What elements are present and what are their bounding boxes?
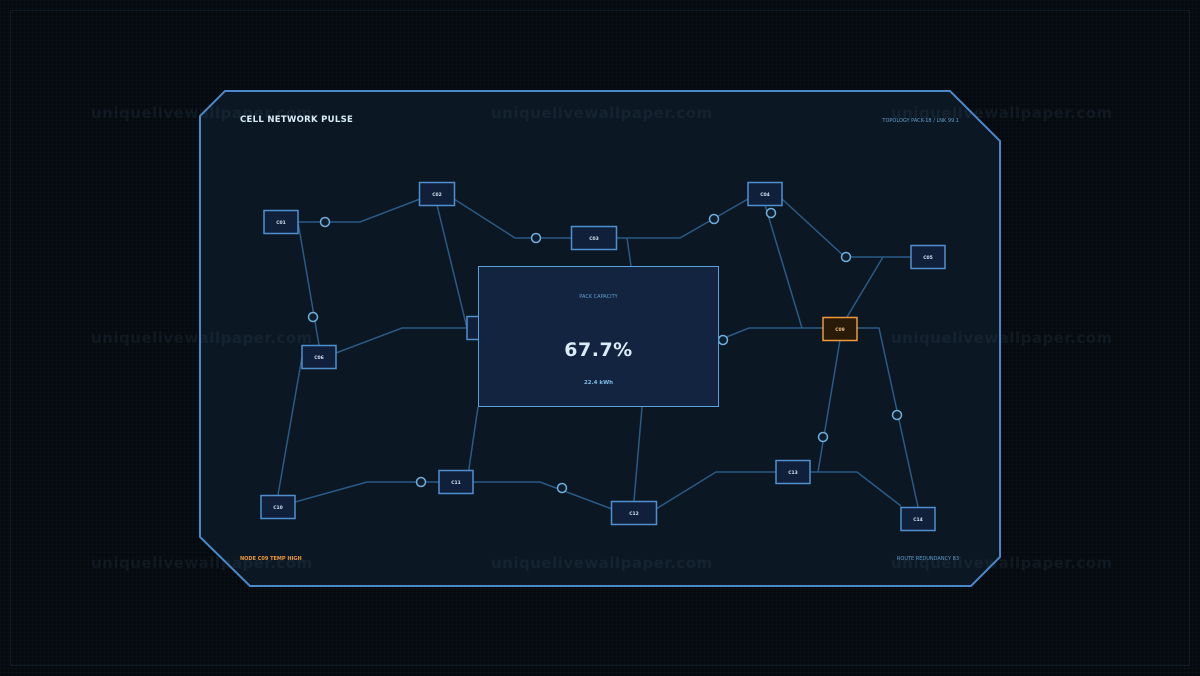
cell-node-label: C02 xyxy=(432,192,442,198)
link-line xyxy=(466,406,479,483)
junction-node xyxy=(817,431,829,443)
junction-node xyxy=(319,216,331,228)
junction-node xyxy=(708,213,720,225)
link-line xyxy=(846,256,884,318)
cell-node-box xyxy=(260,494,296,520)
junction-node xyxy=(765,207,777,219)
link-line xyxy=(718,327,823,341)
cell-node-c12[interactable]: C12 xyxy=(610,500,658,526)
cell-node-label: C10 xyxy=(273,505,283,511)
junction-node xyxy=(415,476,427,488)
link-line xyxy=(810,471,902,507)
cell-node-c03[interactable]: C03 xyxy=(570,225,618,251)
cell-node-label: C11 xyxy=(451,480,461,486)
cell-node-box xyxy=(610,500,658,526)
cell-node-c04[interactable]: C04 xyxy=(747,181,783,207)
link-line xyxy=(857,327,919,508)
alert-status: NODE C09 TEMP HIGH xyxy=(240,556,302,562)
cell-node-c05[interactable]: C05 xyxy=(910,244,946,270)
watermark: uniquelivewallpaper.com xyxy=(91,104,313,122)
cell-node-box xyxy=(747,181,783,207)
cell-node-label: C01 xyxy=(276,220,286,226)
watermark: uniquelivewallpaper.com xyxy=(891,554,1113,572)
outer-frame xyxy=(10,10,1190,666)
topology-readout: TOPOLOGY PACK-18 / LNK 99.1 xyxy=(882,118,959,124)
link-line xyxy=(817,339,841,473)
link-line xyxy=(335,327,467,354)
cell-node-box xyxy=(910,244,946,270)
link-line xyxy=(616,198,749,239)
pack-capacity-label: PACK CAPACITY xyxy=(579,294,618,300)
link-line xyxy=(473,481,613,510)
cell-node-c13[interactable]: C13 xyxy=(775,459,811,485)
cell-node-label: C13 xyxy=(788,470,798,476)
link-line xyxy=(277,356,303,496)
pack-capacity-panel: PACK CAPACITY 67.7% 22.4 kWh xyxy=(478,266,719,407)
cell-node-label: C06 xyxy=(314,355,324,361)
links-layer xyxy=(277,198,919,510)
page-title: CELL NETWORK PULSE xyxy=(240,115,354,125)
cell-node-box xyxy=(301,344,337,370)
watermark: uniquelivewallpaper.com xyxy=(491,554,713,572)
cell-node-c10[interactable]: C10 xyxy=(260,494,296,520)
cell-node-c14[interactable]: C14 xyxy=(900,506,936,532)
cell-node-c01[interactable]: C01 xyxy=(263,209,299,235)
cell-node-label: C12 xyxy=(629,511,639,517)
watermark: uniquelivewallpaper.com xyxy=(891,104,1113,122)
link-line xyxy=(298,198,421,223)
cell-node-box xyxy=(775,459,811,485)
cell-node-c09[interactable]: C09 xyxy=(822,316,858,342)
junction-node xyxy=(891,409,903,421)
cell-node-box xyxy=(570,225,618,251)
watermark: uniquelivewallpaper.com xyxy=(91,329,313,347)
cell-node-c06[interactable]: C06 xyxy=(301,344,337,370)
cell-node-c11[interactable]: C11 xyxy=(438,469,474,495)
cell-node-box xyxy=(438,469,474,495)
junction-node xyxy=(530,232,542,244)
link-line xyxy=(297,221,320,346)
cell-node-label: C14 xyxy=(913,517,923,523)
link-line xyxy=(626,237,632,267)
cell-node-box xyxy=(418,181,456,207)
link-line xyxy=(633,406,643,502)
redundancy-readout: ROUTE REDUNDANCY 83 xyxy=(896,556,959,562)
cell-node-label: C09 xyxy=(835,327,845,333)
link-line xyxy=(655,471,776,510)
cell-node-label: C05 xyxy=(923,255,933,261)
junction-node xyxy=(840,251,852,263)
cell-node-box xyxy=(822,316,858,342)
link-line xyxy=(453,198,571,239)
link-line xyxy=(436,204,468,329)
link-line xyxy=(764,204,803,329)
cell-node-label: C03 xyxy=(589,236,599,242)
watermark: uniquelivewallpaper.com xyxy=(891,329,1113,347)
cell-node-box xyxy=(263,209,299,235)
junction-node xyxy=(556,482,568,494)
pack-capacity-value: 67.7% xyxy=(564,339,633,361)
cell-node-box xyxy=(900,506,936,532)
cell-node-label: C04 xyxy=(760,192,770,198)
link-line xyxy=(294,481,439,503)
pack-energy-value: 22.4 kWh xyxy=(583,380,614,386)
cell-node-c02[interactable]: C02 xyxy=(418,181,456,207)
junction-node xyxy=(717,334,729,346)
watermark: uniquelivewallpaper.com xyxy=(91,554,313,572)
watermark: uniquelivewallpaper.com xyxy=(491,104,713,122)
junction-node xyxy=(307,311,319,323)
